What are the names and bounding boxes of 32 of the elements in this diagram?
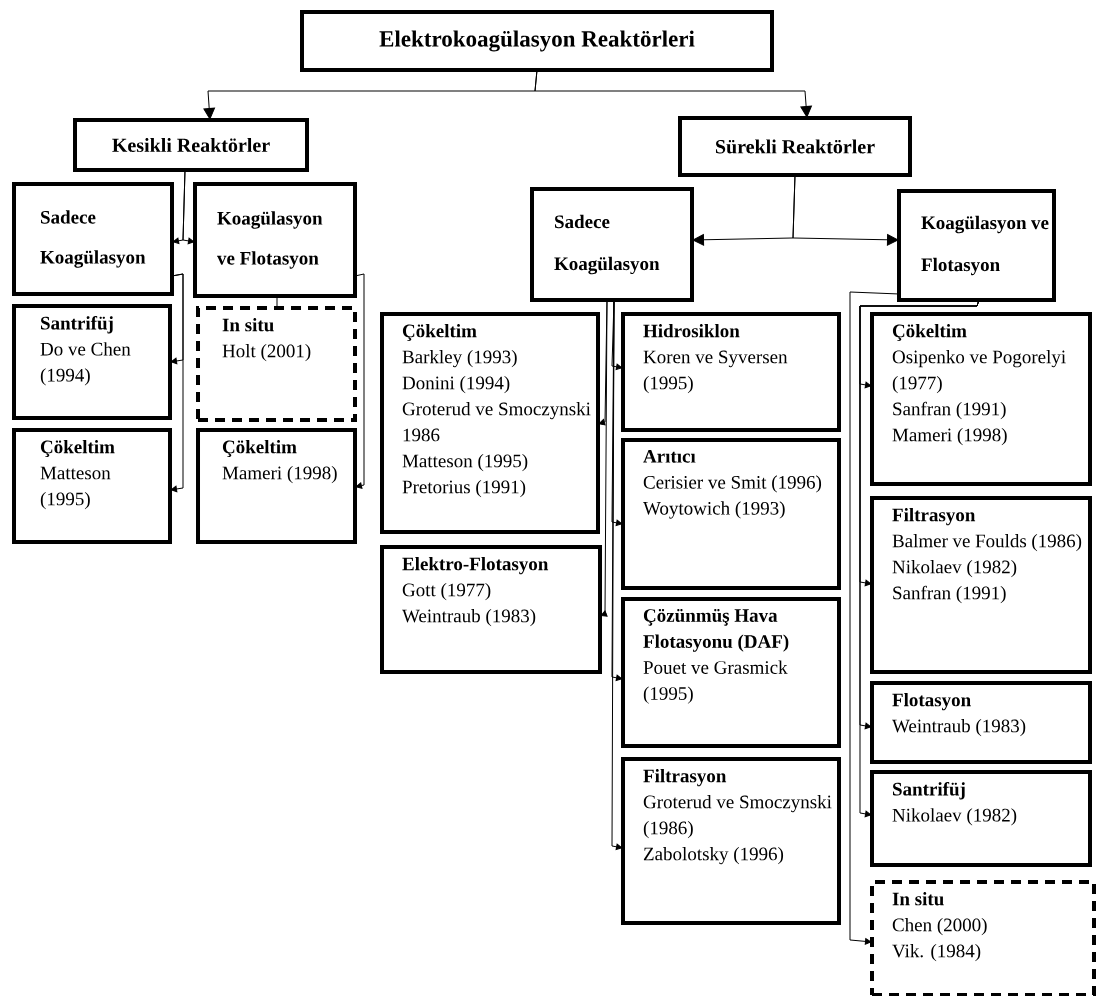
method-box: Santrifüj Do ve Chen (1994) bbox=[12, 304, 172, 420]
arrow bbox=[182, 169, 195, 245]
method-box: Filtrasyon Balmer ve Foulds (1986) Nikolaev (1982) Sanfran (1991) bbox=[870, 496, 1092, 674]
title-box: Elektrokoagülasyon Reaktörleri bbox=[300, 10, 774, 72]
arrow bbox=[600, 299, 608, 617]
arrow bbox=[792, 174, 899, 246]
method-box: Çökeltim Mameri (1998) bbox=[196, 428, 357, 544]
method-box: Arıtıcı Cerisier ve Smit (1996) Woytowich (1993) bbox=[621, 438, 841, 590]
connector-line bbox=[276, 295, 278, 309]
method-box: Filtrasyon Groterud ve Smoczynski (1986) Zabolotsky (1996) bbox=[621, 757, 841, 925]
category-box: Sadece Koagülasyon bbox=[530, 187, 694, 302]
method-box: Flotasyon Weintraub (1983) bbox=[870, 681, 1092, 764]
arrow bbox=[859, 299, 980, 818]
arrow bbox=[849, 291, 900, 945]
arrow bbox=[354, 273, 365, 489]
method-box: In situ Holt (2001) bbox=[196, 306, 357, 422]
method-box: Çökeltim Barkley (1993) Donini (1994) Groterud ve Smoczynski 1986 Matteson (1995) Pretorius (1991) bbox=[380, 312, 600, 534]
arrow bbox=[170, 273, 184, 493]
method-box: Santrifüj Nikolaev (1982) bbox=[870, 770, 1092, 867]
method-box: Çözünmüş Hava Flotasyonu (DAF) Pouet ve Grasmick (1995) bbox=[621, 597, 841, 748]
arrow bbox=[611, 299, 623, 851]
method-box: Çökeltim Matteson (1995) bbox=[12, 428, 172, 544]
category-box: Kesikli Reaktörler bbox=[73, 118, 309, 172]
category-box: Sadece Koagülasyon bbox=[12, 182, 174, 296]
category-box: Sürekli Reaktörler bbox=[678, 116, 912, 177]
arrow bbox=[534, 69, 812, 118]
method-box: Hidrosiklon Koren ve Syversen (1995) bbox=[621, 312, 841, 432]
category-box: Koagülasyon ve Flotasyon bbox=[897, 189, 1056, 302]
method-box: Çökeltim Osipenko ve Pogorelyi (1977) Sanfran (1991) Mameri (1998) bbox=[870, 312, 1092, 486]
category-box: Koagülasyon ve Flotasyon bbox=[193, 182, 357, 298]
method-box: In situ Chen (2000) Vik. (1984) bbox=[870, 880, 1096, 996]
method-box: Elektro-Flotasyon Gott (1977) Weintraub (1983) bbox=[380, 545, 602, 674]
